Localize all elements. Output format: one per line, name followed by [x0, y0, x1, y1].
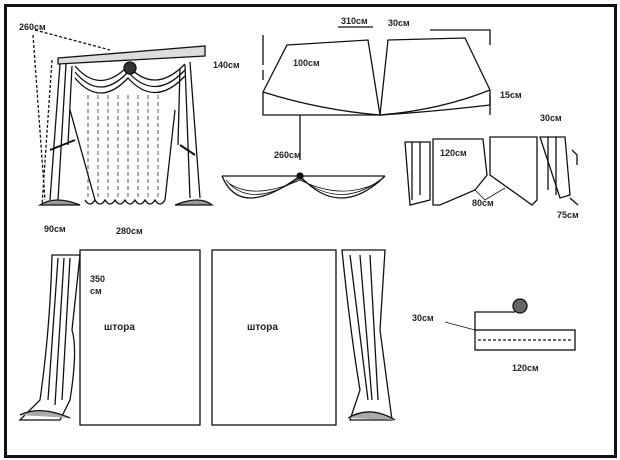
- tulle-width-label: 280см: [116, 226, 143, 236]
- curtain-right-label: штора: [247, 322, 278, 333]
- cornice-length-label: 260см: [19, 22, 46, 32]
- left-curtain-drawing: [18, 254, 81, 421]
- swag-pattern: [262, 26, 491, 160]
- swag-depth-label: 100см: [293, 58, 320, 68]
- swag-top-width-label: 310см: [341, 16, 368, 26]
- right-curtain-drawing: [341, 249, 396, 421]
- curtain-illustration: [32, 29, 214, 206]
- curtain-left-label: штора: [104, 322, 135, 333]
- swag-side-drop-label: 15см: [500, 90, 522, 100]
- jabot-panels: [404, 136, 579, 206]
- diagram-frame: [4, 4, 617, 458]
- curtain-height-label: 350 см: [90, 274, 106, 296]
- panel-width-label: 120см: [440, 148, 467, 158]
- tieback-height-label: 30см: [412, 313, 434, 323]
- swag-total-width-label: 260см: [274, 150, 301, 160]
- jabot-width-label: 30см: [540, 113, 562, 123]
- swag-drape: [221, 172, 386, 199]
- tieback-drawing: [444, 298, 576, 351]
- curtain-panel-left: [79, 249, 201, 426]
- side-width-label: 90см: [44, 224, 66, 234]
- jabot-length-label: 75см: [557, 210, 579, 220]
- lambrequin-height-label: 140см: [213, 60, 240, 70]
- tieback-length-label: 120см: [512, 363, 539, 373]
- swag-overlap-label: 30см: [388, 18, 410, 28]
- curtain-panel-right: [211, 249, 337, 426]
- panel-point-label: 80см: [472, 198, 494, 208]
